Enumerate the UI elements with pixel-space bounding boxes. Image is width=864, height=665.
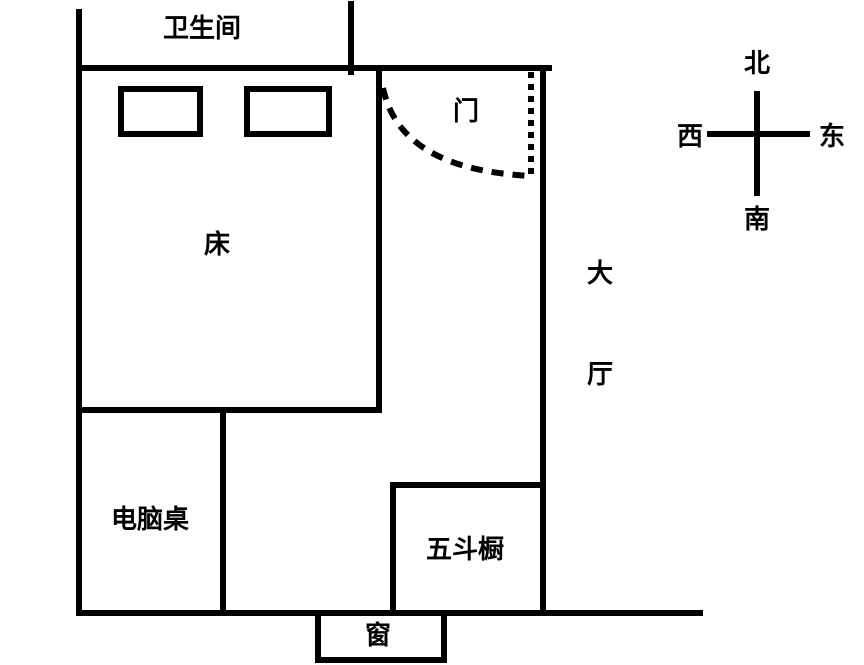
compass-west-label: 西	[677, 122, 703, 152]
window-frame	[315, 610, 447, 663]
compass-east-label: 东	[819, 121, 845, 152]
window-label: 窗	[365, 620, 391, 651]
door-label: 门	[453, 97, 479, 127]
living-room-label-bottom: 厅	[587, 360, 613, 390]
compass-south-label: 南	[744, 205, 770, 235]
bed-label: 床	[204, 229, 230, 260]
compass-north-label: 北	[744, 49, 770, 79]
dresser-box	[390, 482, 546, 616]
bathroom-label: 卫生间	[163, 14, 241, 44]
dresser-label: 五斗橱	[426, 535, 504, 565]
desk-label: 电脑桌	[111, 505, 189, 535]
pillow-left	[118, 86, 203, 137]
door-swing-arc	[380, 87, 533, 179]
pillow-right	[244, 86, 332, 137]
living-room-label-top: 大	[587, 259, 613, 289]
